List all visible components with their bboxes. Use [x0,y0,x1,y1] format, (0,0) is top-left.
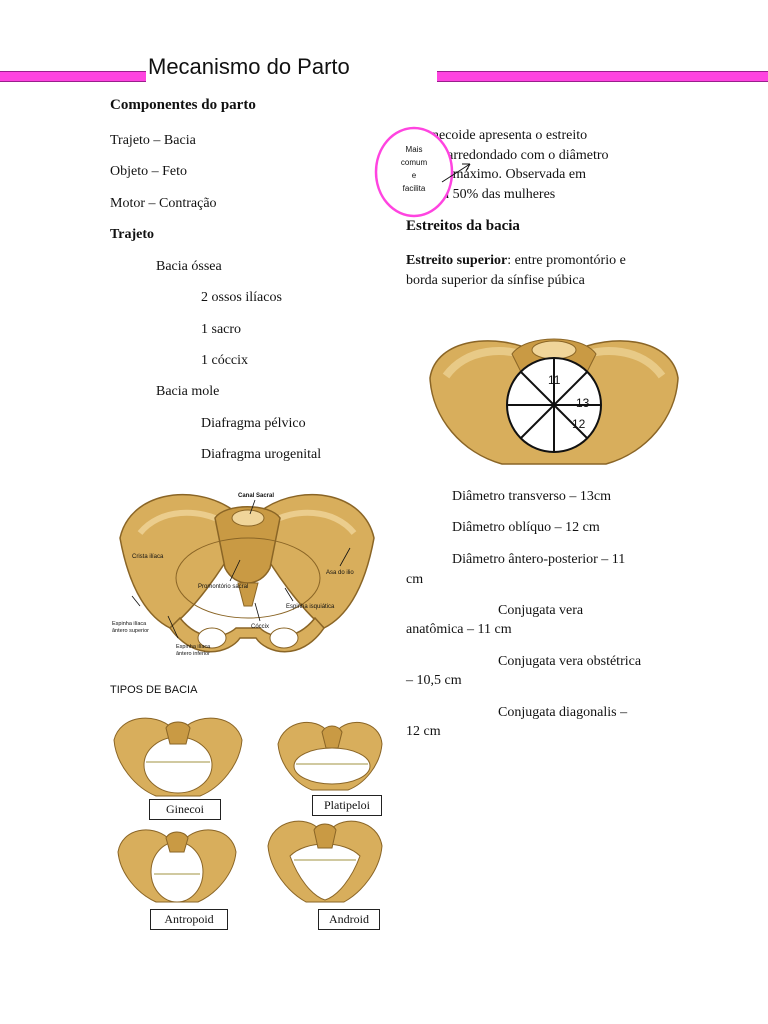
diametro-antero-posterior: Diâmetro ântero-posterior – 11 [452,552,626,567]
diagram-number-12: 12 [572,417,586,431]
diagram-number-13: 13 [576,396,590,410]
label-coccix: Cóccix [251,624,269,630]
intro-line-4: em 50% das mulheres [432,187,556,202]
estreito-superior-line-2: borda superior da sínfise púbica [406,273,585,288]
intro-line-1: necoide apresenta o estreito [432,128,588,143]
estreito-superior-text: : entre promontório e [507,253,626,268]
pelvis-antropoide-image [117,829,237,903]
trajeto-heading: Trajeto [110,227,155,242]
label-canal-sacral: Canal Sacral [238,493,274,499]
circle-note-line-3: e [412,171,417,180]
diametro-antero-posterior-cont: cm [406,572,424,587]
label-promontorio: Promontório sacral [198,584,248,590]
circle-note-line-1: Mais [406,145,423,154]
bacia-mole: Bacia mole [156,384,220,399]
label-ginecoide: Ginecoi [149,799,221,820]
mole-item-pelvico: Diafragma pélvico [201,416,306,431]
page-title: Mecanismo do Parto [148,54,350,79]
circle-note-line-2: comum [401,158,428,167]
conjugata-obstetrica-line-1: Conjugata vera obstétrica [498,654,642,669]
tipos-heading: TIPOS DE BACIA [110,684,198,696]
header-rule-left [0,71,146,82]
label-espinha-inf-2: ântero inferior [176,651,210,657]
conjugata-obstetrica-line-2: – 10,5 cm [406,673,462,688]
label-espinha-sup-1: Espinha ilíaca [112,621,147,627]
ossea-item-coccix: 1 cóccix [201,353,249,368]
diametro-obliquo: Diâmetro oblíquo – 12 cm [452,520,600,535]
component-motor: Motor – Contração [110,196,217,211]
conjugata-vera-line-1: Conjugata vera [498,603,584,618]
label-platipeloide: Platipeloi [312,795,382,816]
pelvis-anatomy-illustration: Canal Sacral Crista ilíaca Asa do ilio P… [110,478,384,664]
component-trajeto: Trajeto – Bacia [110,133,196,148]
label-androide: Android [318,909,380,930]
intro-line-2: or arredondado com o diâmetro [432,148,609,163]
label-crista-iliaca: Crista ilíaca [132,554,164,560]
pelvis-ginecoide-image [113,717,243,797]
bacia-ossea: Bacia óssea [156,259,222,274]
estreitos-heading: Estreitos da bacia [406,218,520,234]
ossea-item-ilíacos: 2 ossos ilíacos [201,290,282,305]
estreito-superior-label: Estreito superior [406,253,508,268]
pelvic-inlet-diagram: 11 13 12 [429,338,679,465]
conjugata-vera-line-2: anatômica – 11 cm [406,622,512,637]
estreito-superior-line-1: Estreito superior: entre promontório e [406,251,626,270]
circle-note-line-4: facilita [403,184,426,193]
ossea-item-sacro: 1 sacro [201,322,242,337]
header-rule-right [437,71,768,82]
circle-note: Mais comum e facilita [374,126,471,218]
conjugata-diagonalis-line-2: 12 cm [406,724,441,739]
pelvis-platipeloide-image [277,722,383,791]
conjugata-diagonalis-line-1: Conjugata diagonalis – [498,705,628,720]
label-espinha-sup-2: ântero superior [112,628,149,634]
diagram-number-11: 11 [548,373,561,387]
mole-item-urogenital: Diafragma urogenital [201,447,322,462]
components-heading: Componentes do parto [110,97,256,113]
diametro-transverso: Diâmetro transverso – 13cm [452,489,612,504]
label-espinha-isquiatica: Espinha isquiática [286,604,335,610]
component-objeto: Objeto – Feto [110,164,187,179]
label-asa-ilio: Asa do ilio [326,570,354,576]
label-espinha-inf-1: Espinha ilíaca [176,644,211,650]
label-antropoide: Antropoid [150,909,228,930]
intro-line-3: rso máximo. Observada em [432,167,586,182]
pelvis-androide-image [267,820,383,903]
